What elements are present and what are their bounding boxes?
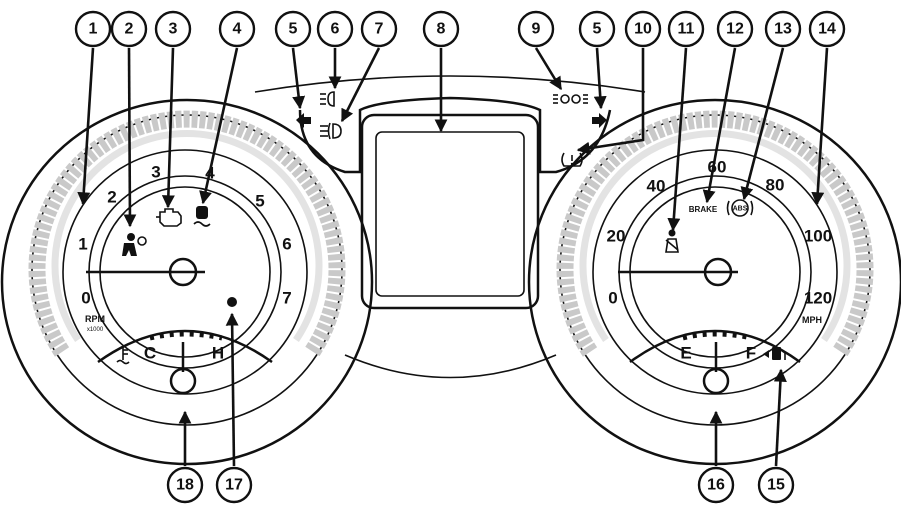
callout-5-right-number: 5 <box>593 21 602 38</box>
callout-15-number: 15 <box>767 477 785 494</box>
speed-scale-40: 40 <box>647 176 666 195</box>
left-turn-signal-icon <box>296 113 311 128</box>
abs-warning-icon: ABS <box>726 199 754 217</box>
front-fog-light-icon <box>320 122 342 140</box>
speed-scale-0: 0 <box>608 288 617 307</box>
parking-lights-icon <box>553 94 588 104</box>
callout-15: 15 <box>757 466 795 504</box>
tire-pressure-icon <box>561 152 583 167</box>
speed-unit-label: MPH <box>802 315 822 325</box>
callout-14: 14 <box>808 10 846 48</box>
callout-12: 12 <box>716 10 754 48</box>
callout-9-number: 9 <box>532 21 541 38</box>
callout-11: 11 <box>667 10 705 48</box>
callout-10-number: 10 <box>634 21 652 38</box>
callout-6-number: 6 <box>331 21 340 38</box>
brake-warning-label: BRAKE <box>689 205 718 214</box>
tachometer: 0 1 2 3 4 5 6 7 RPM x1000 <box>28 110 346 426</box>
callout-17: 17 <box>215 466 253 504</box>
callout-13-number: 13 <box>774 21 792 38</box>
fuel-gauge: E F <box>629 329 801 395</box>
headlight-high-beam-icon <box>320 91 335 107</box>
tach-scale-6: 6 <box>282 234 291 253</box>
callout-1-number: 1 <box>89 21 98 38</box>
abs-warning-label: ABS <box>733 206 748 213</box>
tach-scale-2: 2 <box>107 187 116 206</box>
callout-9: 9 <box>517 10 555 48</box>
callout-5-left: 5 <box>274 10 312 48</box>
tach-scale-3: 3 <box>151 162 160 181</box>
center-display <box>360 113 540 310</box>
tach-scale-5: 5 <box>255 191 264 210</box>
callout-6: 6 <box>316 10 354 48</box>
callout-5-right: 5 <box>578 10 616 48</box>
fuel-pump-icon <box>772 347 786 360</box>
right-turn-signal-icon <box>592 113 607 128</box>
callout-14-number: 14 <box>818 21 836 38</box>
tach-unit-sublabel: x1000 <box>87 327 104 333</box>
check-engine-icon <box>156 208 182 227</box>
callout-1: 1 <box>74 10 112 48</box>
callout-2: 2 <box>110 10 148 48</box>
tach-scale-7: 7 <box>282 288 291 307</box>
seatbelt-reminder-icon <box>665 229 679 253</box>
tach-scale-1: 1 <box>78 234 87 253</box>
callout-16: 16 <box>697 466 735 504</box>
indicator-dot <box>227 297 237 307</box>
speed-scale-100: 100 <box>804 226 832 245</box>
airbag-warning-icon <box>122 233 147 256</box>
callout-13: 13 <box>764 10 802 48</box>
fuel-empty-label: E <box>680 343 691 362</box>
callout-11-number: 11 <box>678 21 695 38</box>
callout-4: 4 <box>218 10 256 48</box>
speed-scale-120: 120 <box>804 288 832 307</box>
callout-17-number: 17 <box>225 477 243 494</box>
callout-4-number: 4 <box>233 21 242 38</box>
callout-16-number: 16 <box>707 477 725 494</box>
callout-5-left-number: 5 <box>289 21 298 38</box>
tach-unit-label: RPM <box>85 314 105 324</box>
callout-3-number: 3 <box>169 21 178 38</box>
callout-7: 7 <box>360 10 398 48</box>
tach-scale-0: 0 <box>81 288 90 307</box>
temperature-gauge: C H <box>97 329 273 395</box>
electronic-stability-icon <box>193 206 211 227</box>
callout-18: 18 <box>166 466 204 504</box>
callout-7-number: 7 <box>375 21 384 38</box>
callout-18-number: 18 <box>176 477 194 494</box>
speed-scale-60: 60 <box>708 157 727 176</box>
temp-hot-label: H <box>212 343 224 362</box>
callout-8-number: 8 <box>437 21 446 38</box>
fuel-door-arrow-icon <box>763 350 769 358</box>
speed-scale-20: 20 <box>607 226 626 245</box>
temp-cold-label: C <box>144 343 156 362</box>
callout-10: 10 <box>624 10 662 48</box>
callout-12-number: 12 <box>726 21 744 38</box>
callout-8: 8 <box>422 10 460 48</box>
speedometer: 0 20 40 60 80 100 120 MPH BRAKE ABS <box>556 110 874 426</box>
callout-2-number: 2 <box>125 21 134 38</box>
speed-scale-80: 80 <box>766 175 785 194</box>
coolant-temperature-icon <box>116 346 130 365</box>
callout-arrows <box>77 47 829 467</box>
callout-3: 3 <box>154 10 192 48</box>
fuel-full-label: F <box>746 343 756 362</box>
